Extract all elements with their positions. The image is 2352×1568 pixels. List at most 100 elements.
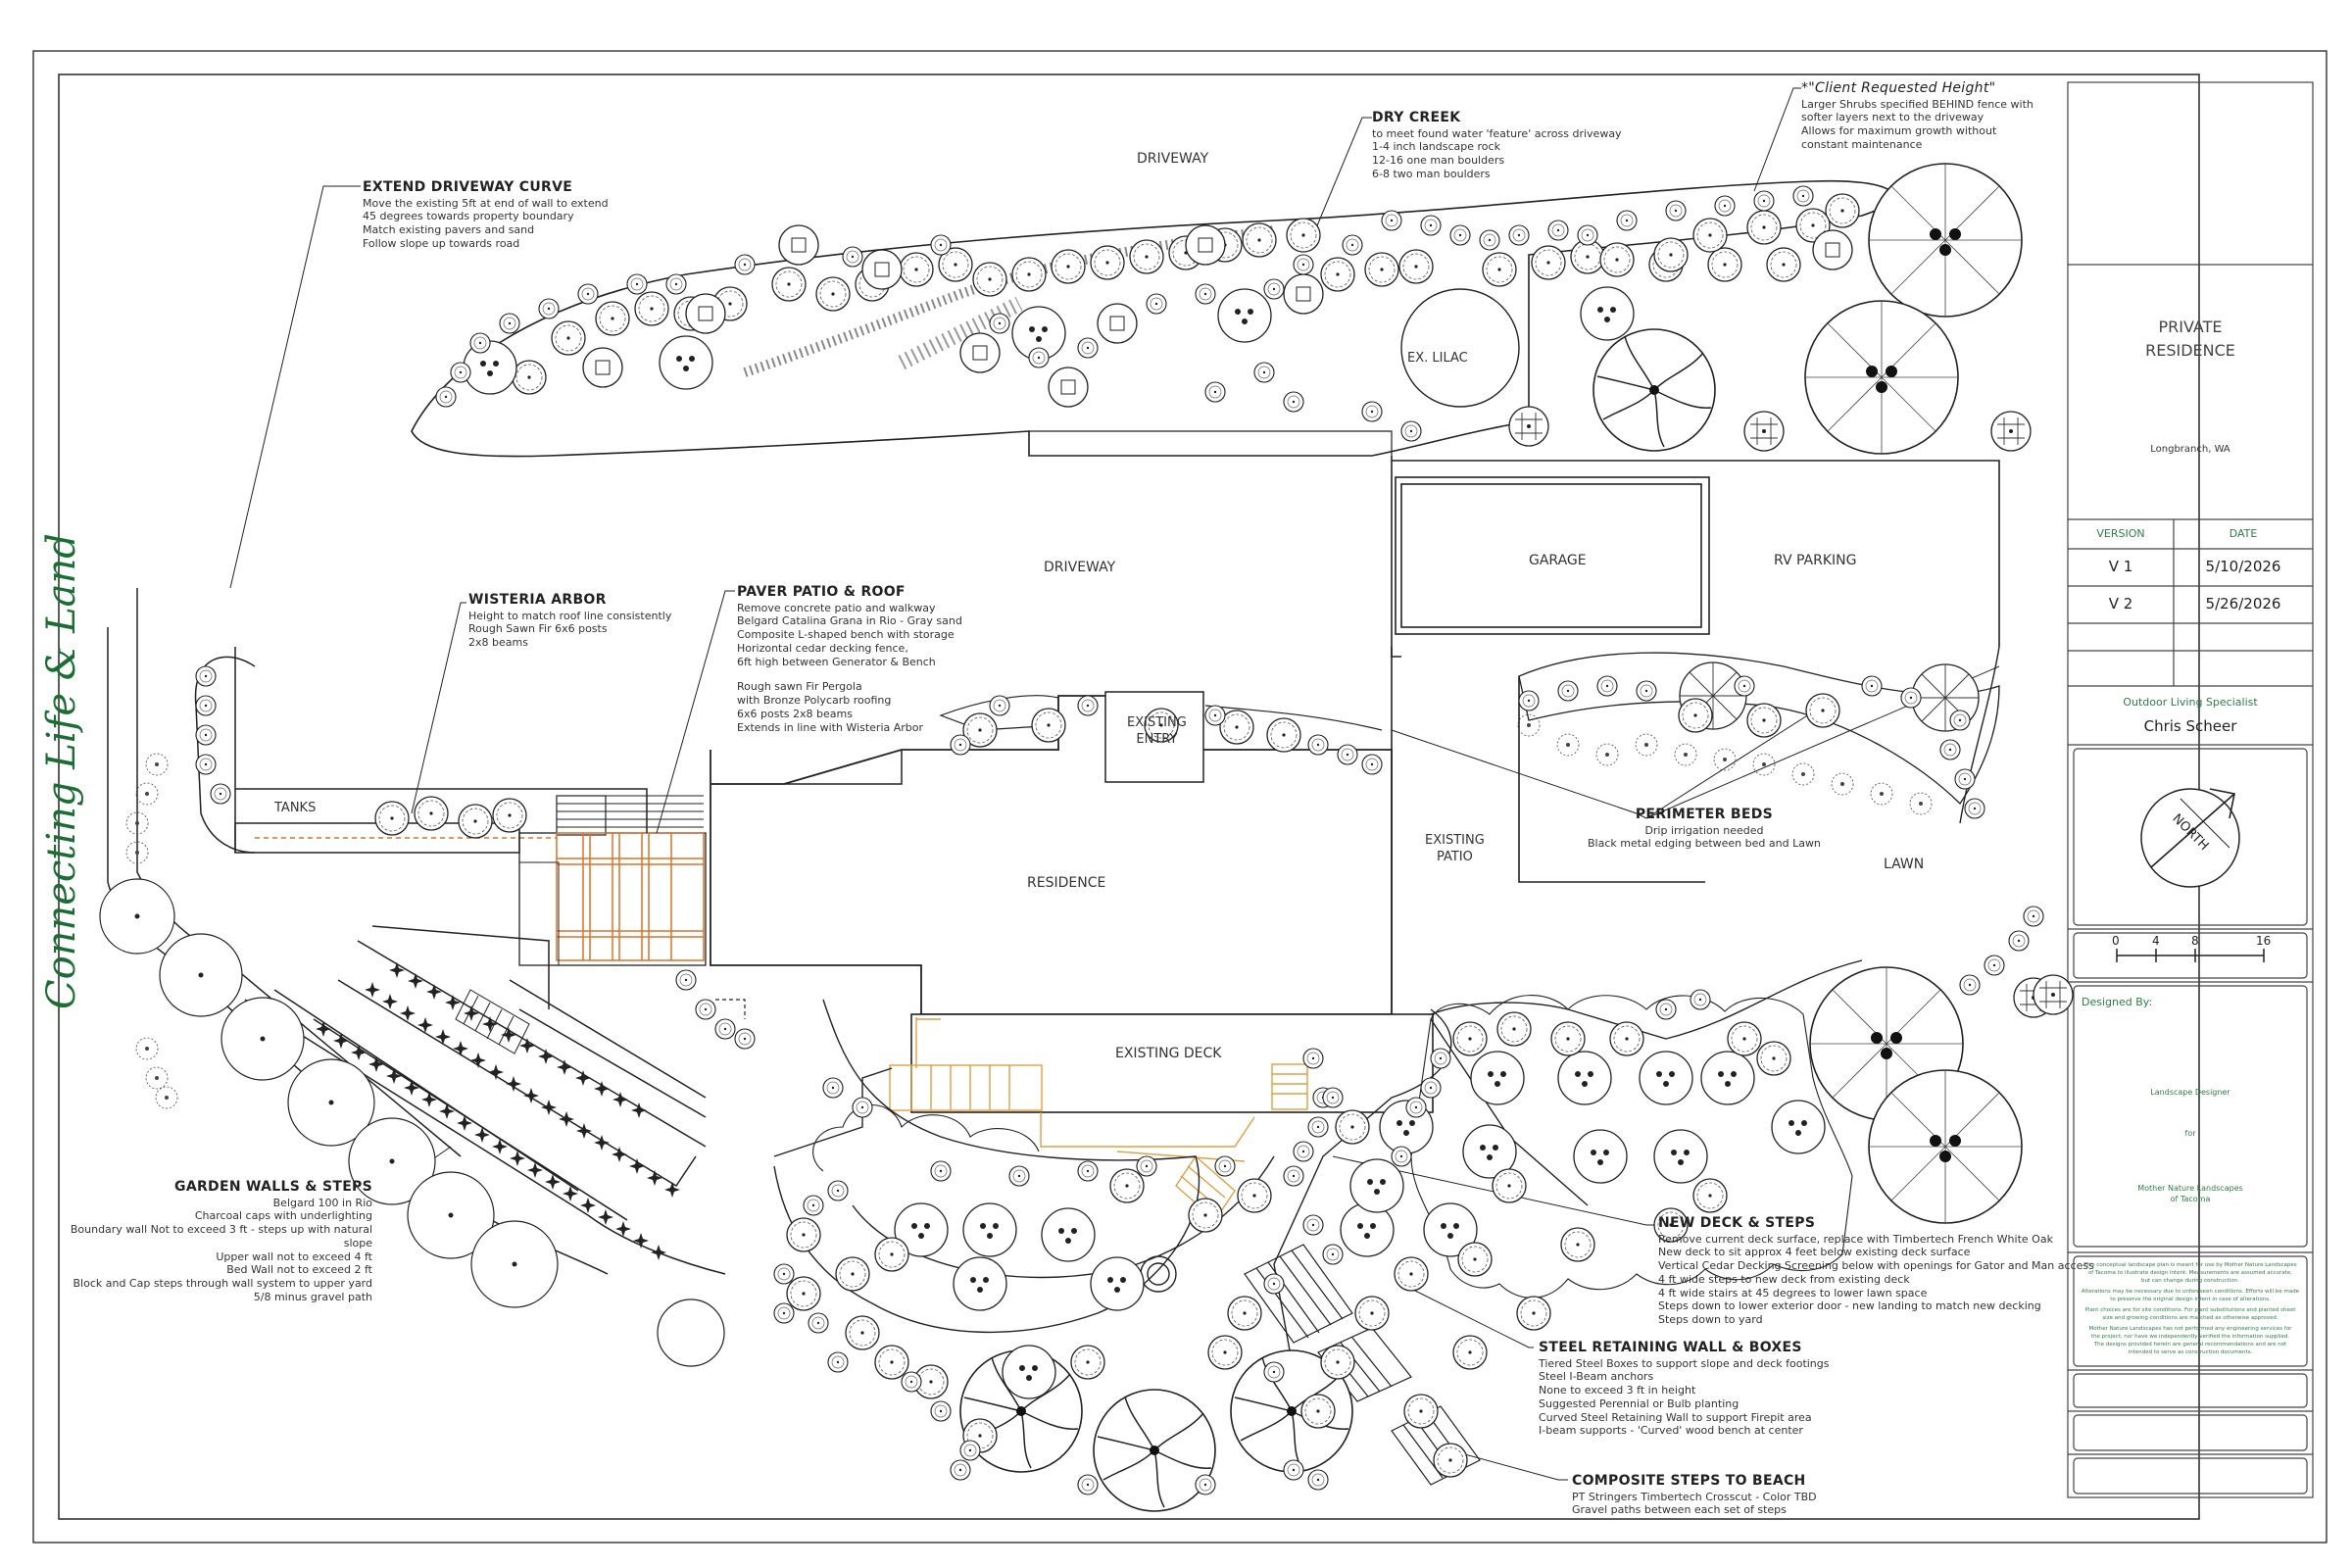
shrub-symbol [1560, 1227, 1595, 1262]
note-title: NEW DECK & STEPS [1658, 1215, 1816, 1231]
shrub-symbol [1403, 1394, 1439, 1429]
perennial-symbol [519, 1038, 535, 1054]
shrub-symbol [1129, 239, 1164, 274]
small-shrub-symbol [1391, 1146, 1412, 1167]
scale-label-4: 4 [2152, 934, 2160, 948]
note-line: 6x6 posts 2x8 beams [737, 707, 853, 720]
small-shrub-symbol [773, 1302, 795, 1324]
small-shrub-symbol [1577, 224, 1598, 246]
shrub-symbol [1286, 218, 1321, 253]
date-header: DATE [2229, 527, 2258, 540]
shrub-symbol [1109, 1168, 1145, 1203]
note-line: Move the existing 5ft at end of wall to … [363, 196, 609, 210]
shrub-symbol [1452, 1021, 1488, 1056]
note-dry-creek: DRY CREEK to meet found water 'feature' … [1372, 110, 1622, 181]
perennial-symbol [541, 1100, 557, 1115]
perennial-symbol [612, 1092, 628, 1107]
shrub-symbol [1051, 249, 1086, 284]
note-line: Tiered Steel Boxes to support slope and … [1539, 1356, 1830, 1370]
note-line: 45 degrees towards property boundary [363, 210, 574, 223]
small-shrub-symbol [1557, 680, 1579, 702]
small-shrub-symbol [1263, 1273, 1285, 1295]
note-line: Bed Wall not to exceed 2 ft [226, 1263, 372, 1277]
note-line: Gravel paths between each set of steps [1572, 1503, 1787, 1517]
note-line: 6-8 two man boulders [1372, 167, 1491, 180]
small-shrub-symbol [1077, 1474, 1099, 1495]
designer-for: for [2184, 1129, 2196, 1138]
shrub-symbol [1727, 1021, 1762, 1056]
shrub-symbol [815, 276, 851, 312]
shrub-symbol [374, 801, 410, 836]
small-shrub-symbol [1430, 1048, 1451, 1069]
shrub-symbol [1188, 1198, 1223, 1233]
small-shrub-symbol [989, 313, 1010, 334]
square-plant-symbol [582, 347, 623, 388]
disclaimer-line: This conceptual landscape plan is meant … [2083, 1262, 2297, 1268]
version-header: VERSION [2096, 527, 2145, 540]
area-lawn: LAWN [1884, 857, 1925, 872]
version-v2: V 2 [2108, 595, 2133, 612]
small-shrub-symbol [1861, 675, 1883, 697]
small-shrub-symbol [930, 1160, 952, 1182]
note-perimeter: PERIMETER BEDS Drip irrigation needed Bl… [1588, 807, 1821, 851]
shrub-symbol [1354, 1296, 1390, 1331]
small-dot-symbol [155, 1086, 178, 1109]
small-shrub-symbol [626, 273, 648, 295]
small-shrub-symbol [1381, 210, 1402, 231]
small-shrub-symbol [1949, 710, 1971, 731]
note-line: Rough Sawn Fir 6x6 posts [468, 622, 608, 636]
shrub-symbol [1609, 1021, 1644, 1056]
small-shrub-symbol [675, 969, 697, 991]
shrub-symbol [551, 320, 586, 356]
shrub-symbol [1599, 242, 1635, 277]
small-shrub-symbol [1636, 680, 1657, 702]
perennial-symbol [557, 1059, 572, 1075]
area-residence: RESIDENCE [1027, 875, 1106, 891]
large-shrub-symbol [1470, 1051, 1525, 1105]
perennial-symbol [501, 1027, 516, 1043]
note-title: GARDEN WALLS & STEPS [174, 1179, 372, 1195]
small-shrub-symbol [1307, 1116, 1329, 1138]
shrub-symbol [1394, 1256, 1429, 1292]
small-shrub-symbol [1753, 190, 1775, 212]
perennial-symbol [492, 1139, 508, 1154]
perennial-symbol [631, 1102, 647, 1118]
perennial-symbol [482, 1016, 498, 1032]
large-shrub-symbol [1573, 1129, 1628, 1184]
note-extend-driveway: EXTEND DRIVEWAY CURVE Move the existing … [363, 179, 609, 251]
shrub-symbol [1364, 252, 1399, 287]
large-shrub-symbol [1002, 1345, 1056, 1399]
small-shrub-symbol [499, 313, 520, 334]
perennial-symbol [439, 1103, 455, 1119]
area-existing-entry: EXISTING ENTRY [1127, 715, 1187, 749]
small-shrub-symbol [1322, 1087, 1344, 1108]
shrub-symbol [1746, 703, 1782, 738]
disclaimer-line: the project, nor have we independently v… [2090, 1333, 2290, 1340]
small-shrub-symbol [1214, 1155, 1236, 1177]
small-shrub-symbol [1900, 687, 1922, 709]
disclaimer-line: The designs provided herein are general … [2093, 1341, 2287, 1348]
shrub-symbol [1335, 1109, 1370, 1145]
small-shrub-symbol [1655, 999, 1677, 1020]
perennial-symbol [651, 1245, 666, 1260]
small-dot-symbol [1791, 762, 1815, 786]
small-shrub-symbol [1665, 200, 1687, 221]
small-shrub-symbol [803, 1195, 824, 1216]
small-shrub-symbol [1077, 337, 1099, 359]
small-dot-symbol [1909, 792, 1933, 815]
small-shrub-symbol [1616, 210, 1638, 231]
shrub-symbol [1805, 693, 1840, 728]
project-title-line1: PRIVATE [2158, 318, 2223, 336]
small-shrub-symbol [1792, 185, 1814, 207]
note-line: Suggested Perennial or Bulb planting [1539, 1396, 1740, 1410]
perennial-symbol [426, 984, 442, 1000]
area-ex-lilac: EX. LILAC [1407, 351, 1468, 366]
note-title: PERIMETER BEDS [1635, 807, 1774, 822]
large-shrub-symbol [1653, 1129, 1708, 1184]
perennial-symbol [457, 1115, 472, 1131]
small-shrub-symbol [930, 234, 952, 256]
shrub-symbol [595, 301, 630, 336]
note-title: EXTEND DRIVEWAY CURVE [363, 179, 573, 195]
small-shrub-symbol [1547, 220, 1569, 241]
